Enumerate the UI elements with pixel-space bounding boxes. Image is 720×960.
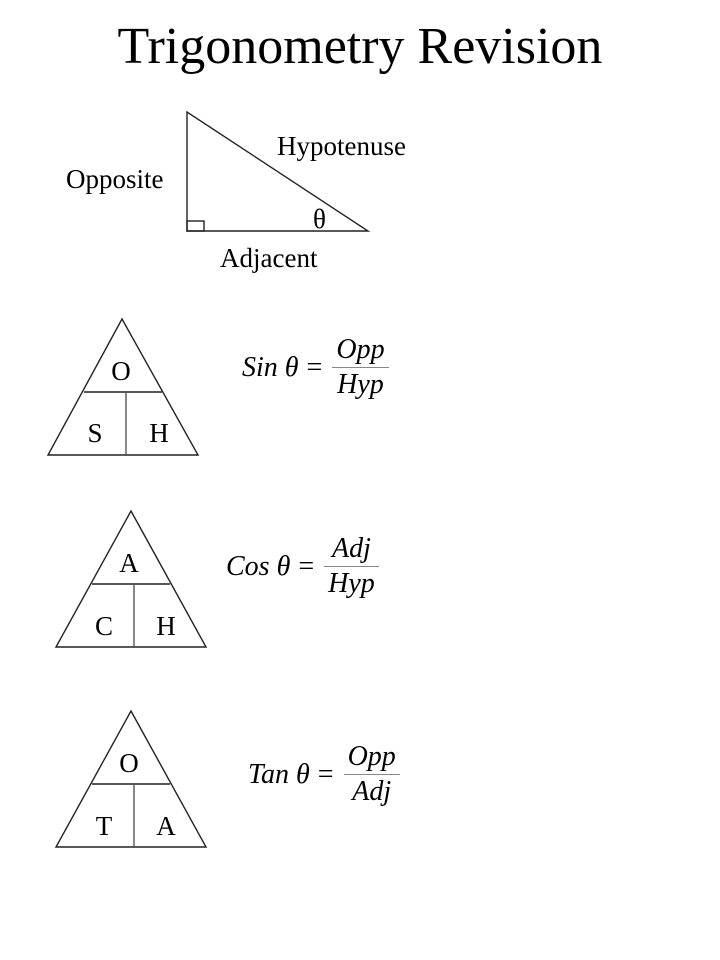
cah-bottom-right-letter: H (156, 611, 176, 641)
sine-numerator: Opp (336, 334, 385, 365)
soh-bottom-right-letter: H (149, 418, 169, 448)
sine-lhs: Sin θ (242, 351, 299, 383)
cosine-fraction: Adj Hyp (324, 532, 379, 601)
equals-sign: = (298, 550, 315, 582)
tangent-fraction: Opp Adj (343, 740, 400, 809)
cah-triangle (54, 509, 208, 648)
cosine-formula: Cos θ = Adj Hyp (226, 532, 379, 601)
opposite-label: Opposite (66, 164, 164, 194)
cah-top-letter: A (119, 548, 139, 578)
cah-bottom-left-letter: C (94, 611, 113, 641)
fraction-bar (324, 566, 379, 567)
soh-triangle (46, 317, 200, 456)
tangent-denominator: Adj (352, 776, 392, 807)
tangent-numerator: Opp (347, 741, 396, 772)
soh-bottom-left-letter: S (87, 418, 103, 448)
fraction-bar (343, 774, 400, 775)
toa-triangle (54, 709, 208, 848)
adjacent-label: Adjacent (220, 243, 318, 273)
toa-bottom-right-letter: A (156, 811, 176, 841)
fraction-bar (332, 367, 389, 368)
sine-fraction: Opp Hyp (332, 333, 389, 402)
sine-denominator: Hyp (337, 369, 384, 400)
tangent-formula: Tan θ = Opp Adj (248, 740, 400, 809)
equals-sign: = (317, 758, 334, 790)
sine-formula: Sin θ = Opp Hyp (242, 333, 389, 402)
page-title: Trigonometry Revision (117, 18, 603, 75)
equals-sign: = (306, 351, 323, 383)
cosine-numerator: Adj (332, 533, 371, 564)
hypotenuse-label: Hypotenuse (277, 131, 406, 161)
soh-top-letter: O (111, 356, 131, 386)
right-angle-marker (186, 220, 205, 232)
toa-bottom-left-letter: T (95, 811, 113, 841)
theta-angle-label: θ (313, 204, 326, 234)
cosine-lhs: Cos θ (226, 550, 291, 582)
tangent-lhs: Tan θ (248, 758, 310, 790)
toa-top-letter: O (119, 748, 139, 778)
right-triangle (186, 110, 371, 232)
cosine-denominator: Hyp (328, 568, 375, 599)
